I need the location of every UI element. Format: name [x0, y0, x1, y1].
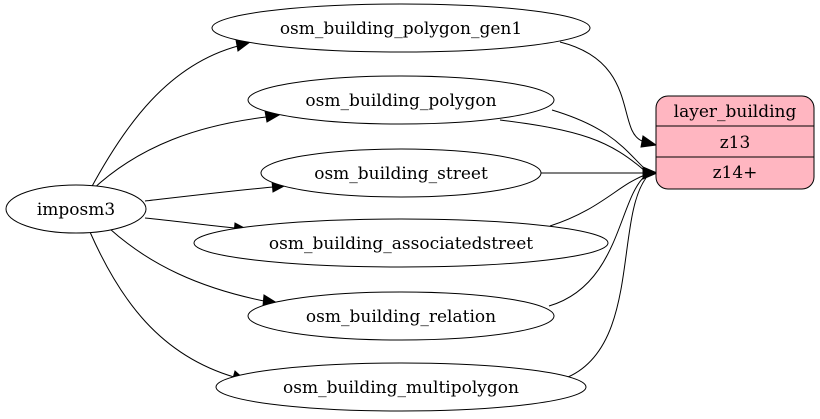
edge-arrowhead [642, 166, 659, 180]
edge-imposm3-to-multipolygon [89, 231, 235, 378]
node-osm-building-relation[interactable]: osm_building_relation [247, 291, 555, 341]
edge-polygon-to-layer [551, 109, 647, 171]
layer-building-box [655, 95, 815, 190]
edge-imposm3-to-relation [109, 228, 265, 302]
edge-polygon-to-layer-secondary [499, 119, 647, 173]
node-osm-building-polygon[interactable]: osm_building_polygon [247, 75, 555, 125]
node-label: osm_building_street [314, 164, 488, 184]
edge-imposm3-to-street [144, 186, 274, 202]
node-label: osm_building_associatedstreet [269, 234, 533, 254]
node-label: osm_building_polygon_gen1 [280, 19, 522, 39]
edge-imposm3-to-associatedstreet [144, 217, 236, 229]
layer-edges [499, 41, 659, 378]
node-label: osm_building_relation [306, 307, 496, 327]
node-osm-building-polygon-gen1[interactable]: osm_building_polygon_gen1 [211, 3, 591, 53]
edge-imposm3-to-polygon-gen1 [89, 45, 239, 191]
edge-arrowhead [640, 135, 658, 148]
node-osm-building-associatedstreet[interactable]: osm_building_associatedstreet [193, 218, 609, 268]
edge-multipolygon-to-layer [567, 177, 647, 378]
node-imposm3-label: imposm3 [37, 200, 115, 220]
edge-associatedstreet-to-layer [549, 174, 646, 227]
node-osm-building-multipolygon[interactable]: osm_building_multipolygon [215, 362, 587, 412]
edge-relation-to-layer [548, 175, 646, 307]
edge-imposm3-to-polygon [91, 116, 267, 191]
node-imposm3[interactable]: imposm3 [5, 184, 147, 234]
layer-building-title: layer_building [674, 102, 797, 122]
node-layer-building[interactable]: layer_building z13 z14+ [655, 95, 815, 190]
node-osm-building-street[interactable]: osm_building_street [260, 148, 542, 198]
layer-row-z13: z13 [720, 133, 751, 153]
node-label: osm_building_multipolygon [283, 378, 519, 398]
layer-row-z14-plus: z14+ [713, 163, 758, 183]
node-label: osm_building_polygon [305, 91, 496, 111]
edge-polygon-gen1-to-layer [559, 41, 643, 142]
